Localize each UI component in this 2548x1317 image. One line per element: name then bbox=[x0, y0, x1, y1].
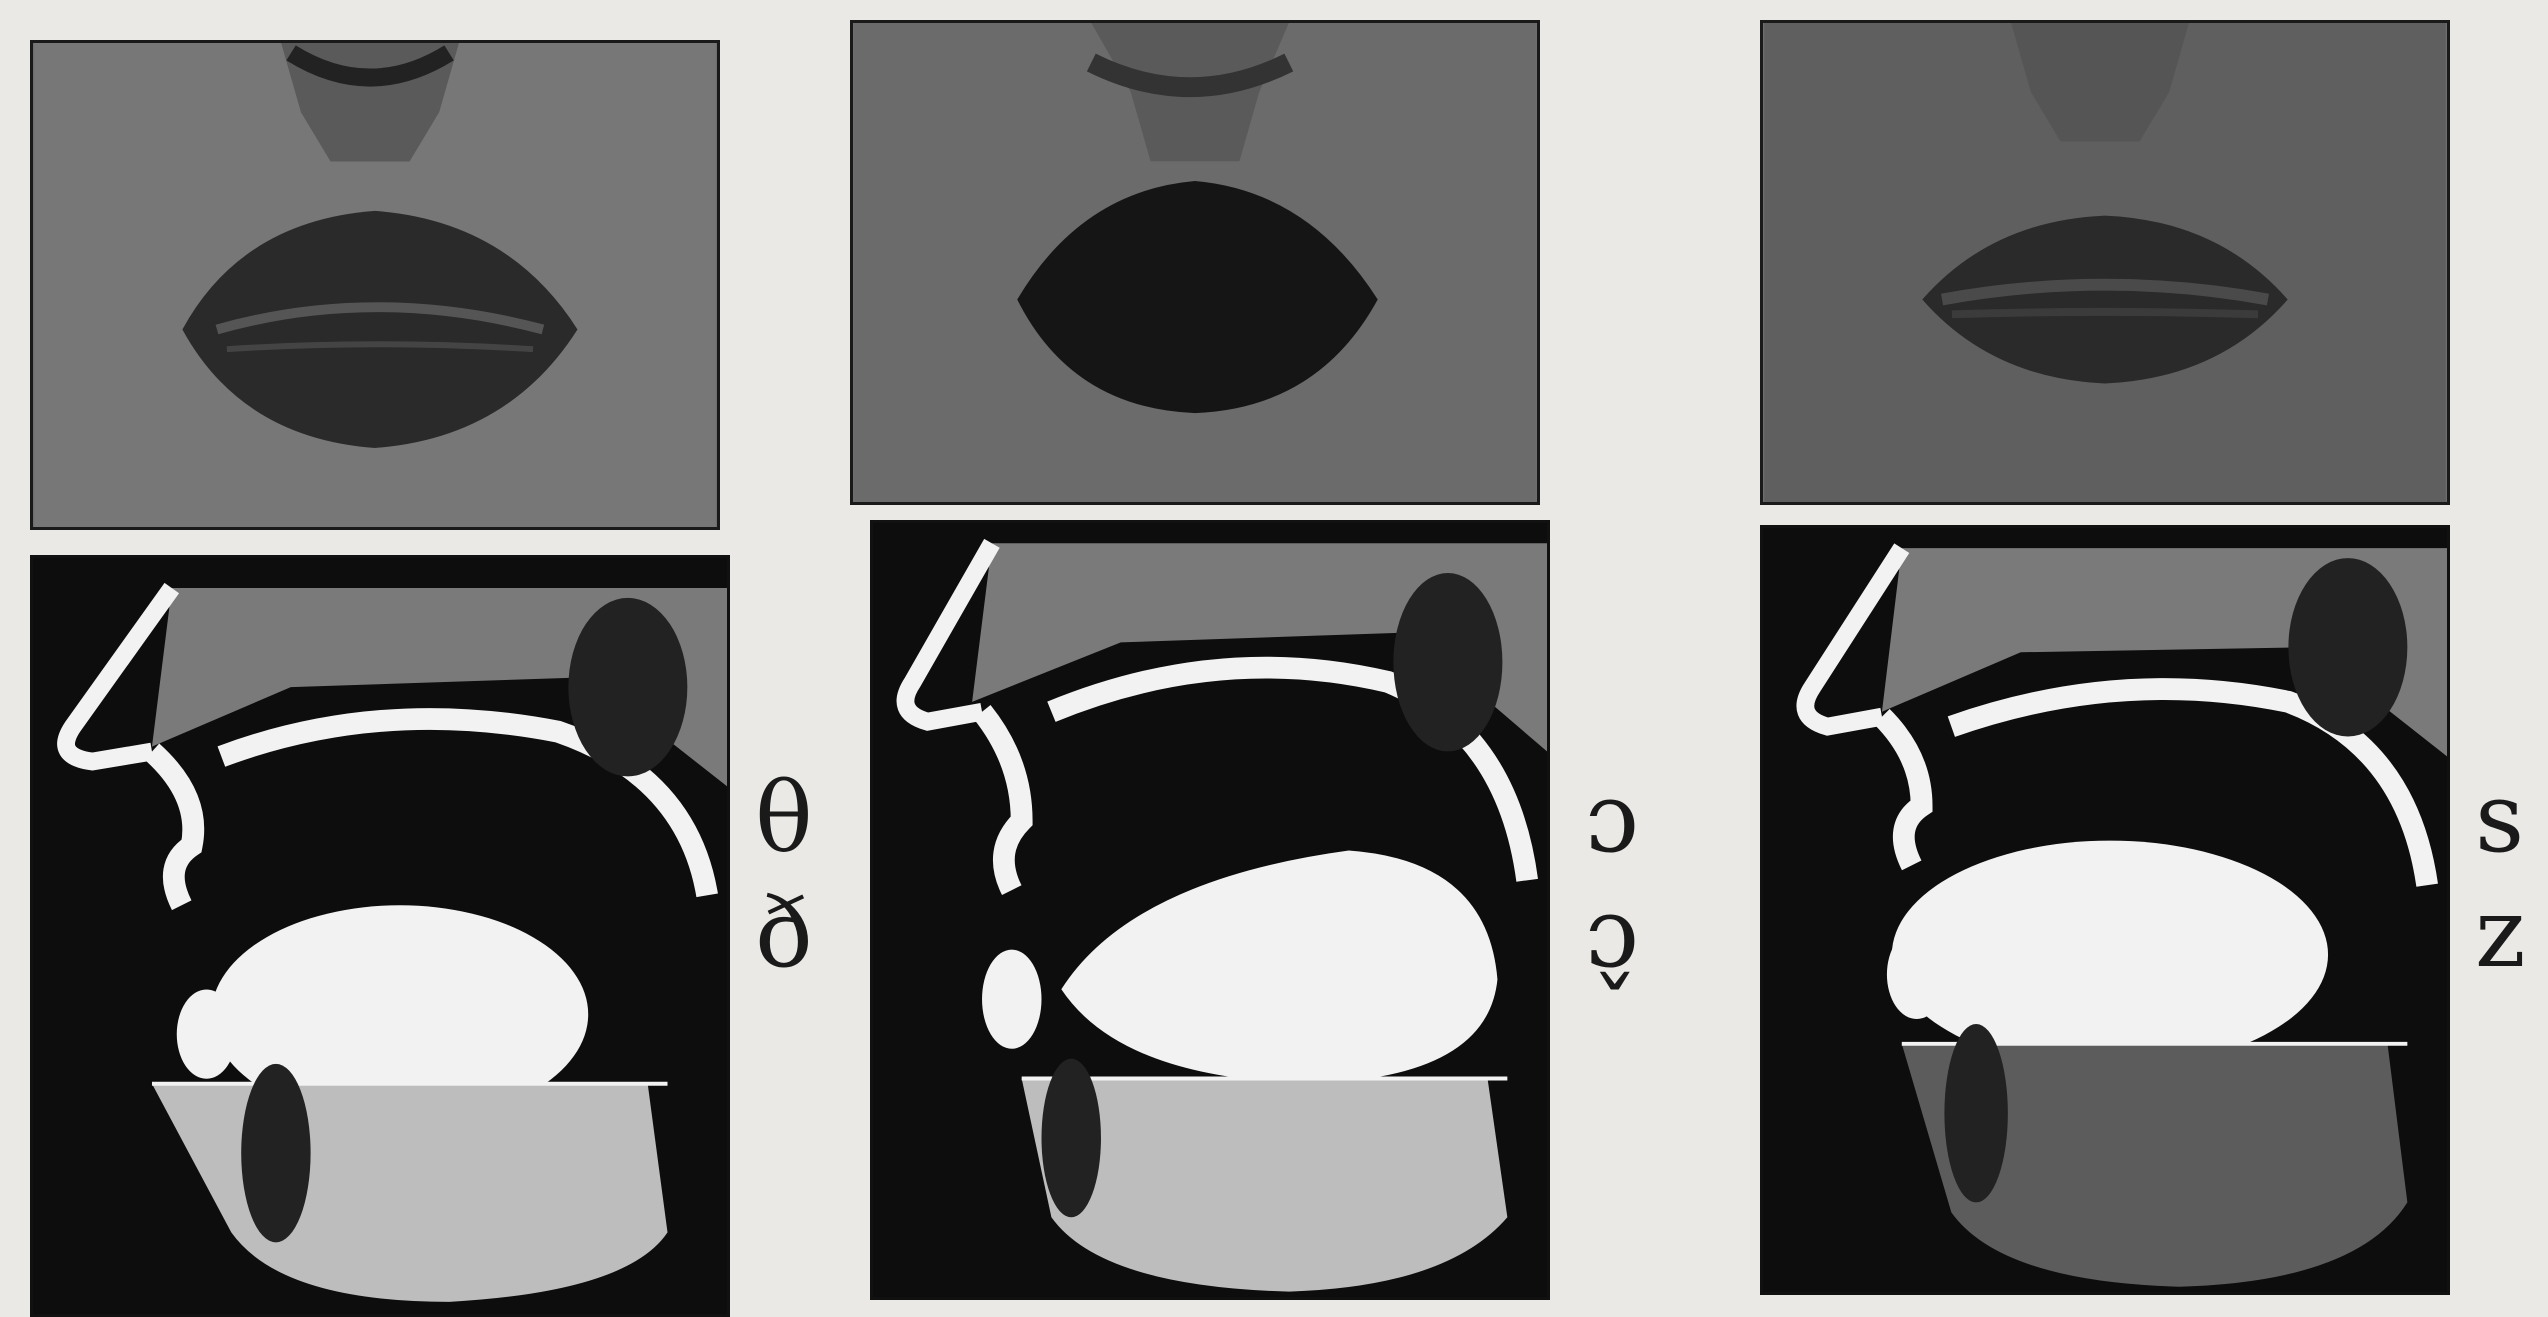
lips-1 bbox=[33, 43, 717, 527]
vocal-tract-3 bbox=[1763, 528, 2447, 1292]
symbol-voiceless-3: s bbox=[2475, 770, 2524, 866]
lips-2 bbox=[853, 23, 1537, 502]
lips-photo-3 bbox=[1760, 20, 2450, 505]
symbol-voiceless-2: ɔ bbox=[1585, 770, 1639, 866]
sagittal-diagram-3 bbox=[1760, 525, 2450, 1295]
symbol-voiced-2: ɔ̬ bbox=[1585, 885, 1639, 981]
lips-photo-2 bbox=[850, 20, 1540, 505]
sagittal-diagram-1 bbox=[30, 555, 730, 1317]
lips-3 bbox=[1763, 23, 2447, 502]
sagittal-diagram-2 bbox=[870, 520, 1550, 1300]
vocal-tract-2 bbox=[873, 523, 1547, 1297]
vocal-tract-1 bbox=[33, 558, 727, 1314]
lips-photo-1 bbox=[30, 40, 720, 530]
symbol-voiceless-1: θ bbox=[755, 770, 813, 866]
symbol-voiced-1: ð bbox=[755, 885, 813, 981]
symbol-voiced-3: z bbox=[2475, 885, 2526, 981]
